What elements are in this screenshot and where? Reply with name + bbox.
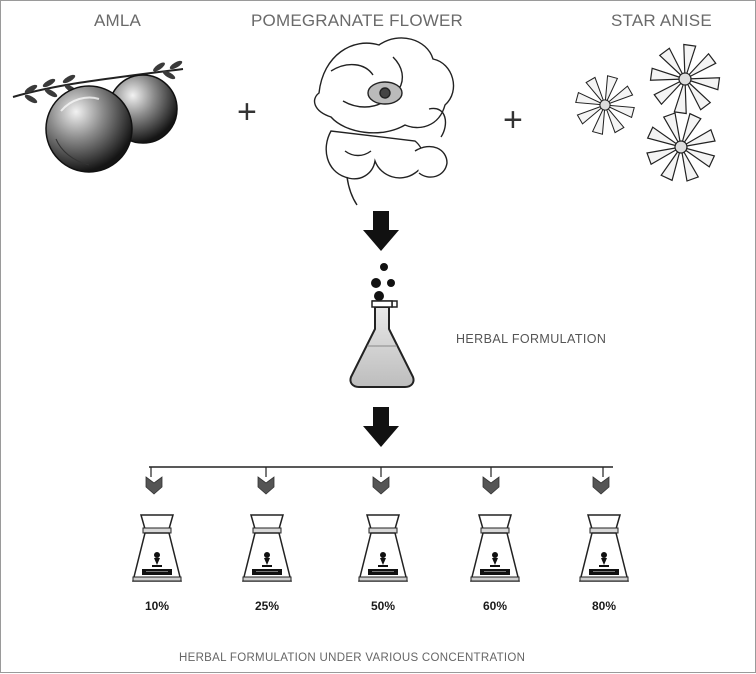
pomegranate-flower-icon	[313, 37, 455, 206]
chevron-icon-3	[372, 476, 390, 495]
plus-sign-2: +	[503, 101, 523, 139]
flask-icon	[349, 263, 415, 388]
bottle-icon-10	[132, 514, 182, 582]
chevron-icon-2	[257, 476, 275, 495]
concentration-label-60: 60%	[482, 599, 508, 613]
distribution-bar	[149, 466, 613, 477]
concentration-label-25: 25%	[254, 599, 280, 613]
chevron-icon-5	[592, 476, 610, 495]
plus-sign-1: +	[237, 93, 257, 131]
bottle-icon-60	[470, 514, 520, 582]
chevron-icon-4	[482, 476, 500, 495]
chevron-icon-1	[145, 476, 163, 495]
down-arrow-2	[363, 407, 399, 447]
star-anise-icon	[569, 39, 727, 193]
process-label: HERBAL FORMULATION	[456, 332, 607, 346]
down-arrow-1	[363, 211, 399, 251]
label-amla: AMLA	[94, 11, 142, 30]
amla-fruit-icon	[12, 59, 184, 173]
bottle-icon-50	[358, 514, 408, 582]
concentration-label-50: 50%	[370, 599, 396, 613]
label-star-anise: STAR ANISE	[611, 11, 712, 30]
label-pomegranate-flower: POMEGRANATE FLOWER	[251, 11, 464, 30]
figure-caption: HERBAL FORMULATION UNDER VARIOUS CONCENT…	[179, 652, 526, 664]
bottle-icon-80	[579, 514, 629, 582]
concentration-label-10: 10%	[144, 599, 170, 613]
concentration-label-80: 80%	[591, 599, 617, 613]
bottle-icon-25	[242, 514, 292, 582]
